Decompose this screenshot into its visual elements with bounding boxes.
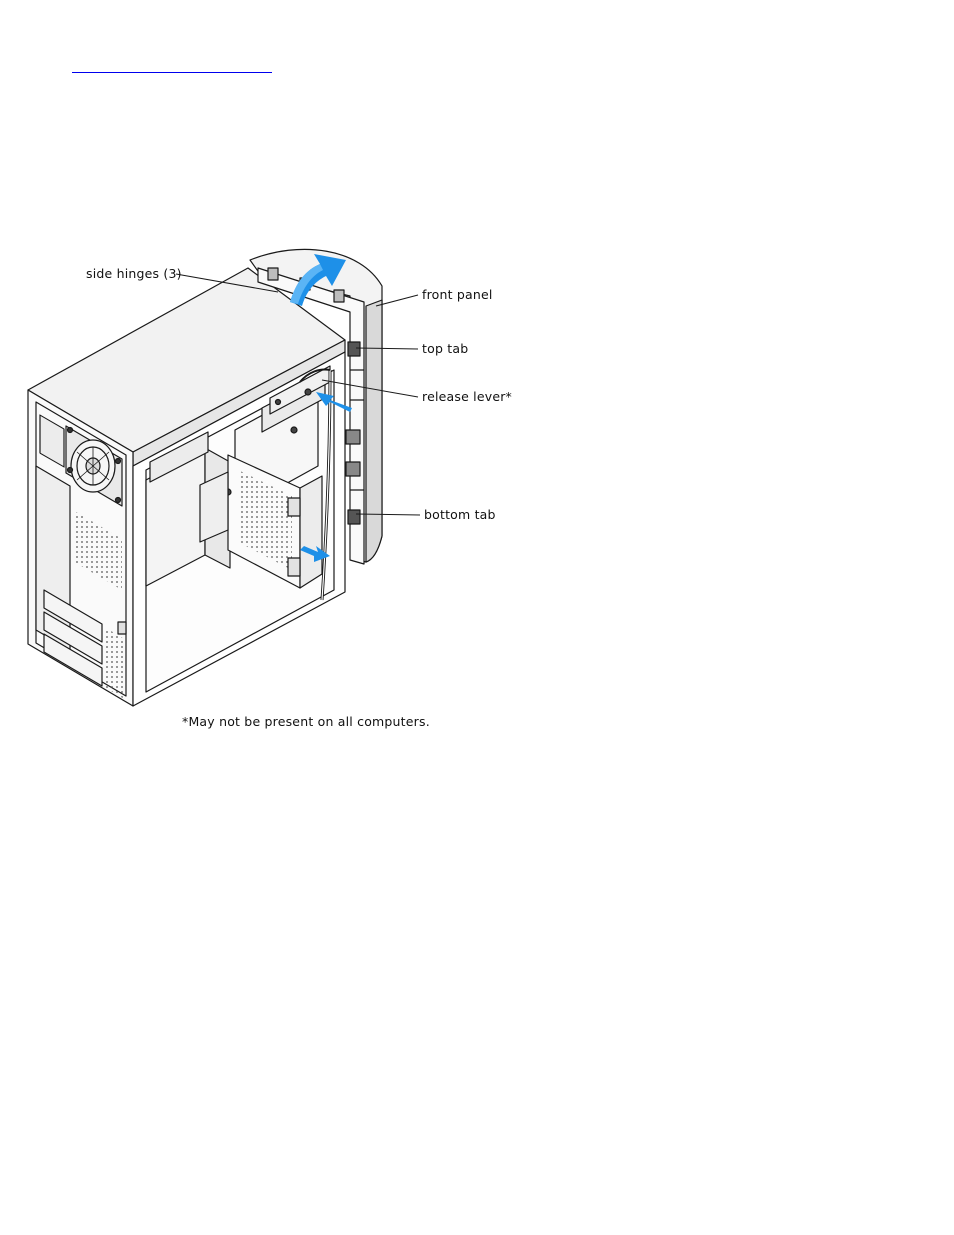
top-tab [348,342,360,356]
side-hinge-3 [334,290,344,302]
computer-chassis-diagram: side hinges (3) front panel top tab rele… [0,230,540,740]
callout-top-tab: top tab [422,341,468,356]
figure-footnote: *May not be present on all computers. [182,714,430,729]
callout-side-hinges: side hinges (3) [86,266,182,281]
callout-bottom-tab: bottom tab [424,507,496,522]
front-panel-removal-illustration: side hinges (3) front panel top tab rele… [0,230,540,740]
side-hinge-1 [268,268,278,280]
callout-front-panel: front panel [422,287,493,302]
bottom-tab [348,510,360,524]
padlock-ring [118,622,126,634]
callout-release-lever: release lever* [422,389,512,404]
back-to-contents-link[interactable] [72,58,272,73]
